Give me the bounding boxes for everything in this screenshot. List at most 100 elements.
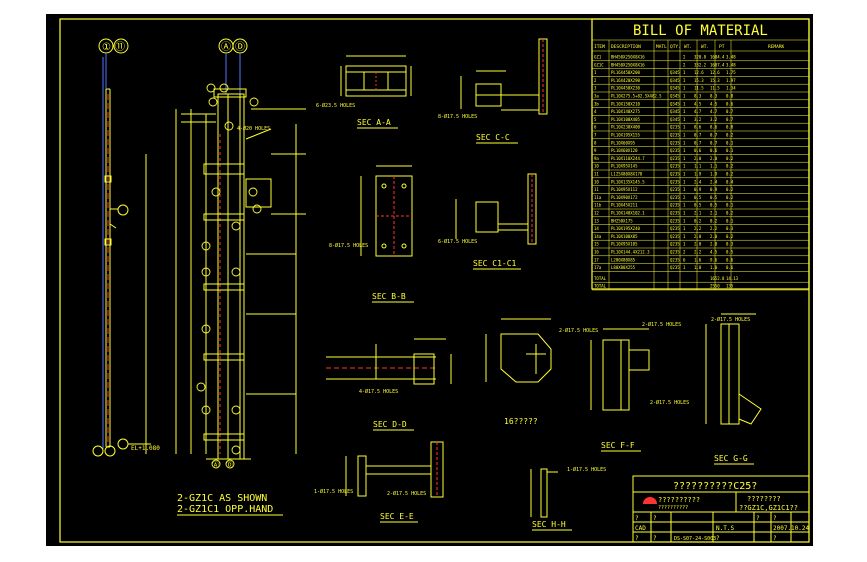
bom-cell: 1 xyxy=(683,203,686,208)
bom-total-cell: 1652.8 xyxy=(710,276,725,281)
bom-cell: 0.6 xyxy=(726,257,734,262)
bom-cell: Q235 xyxy=(670,218,680,223)
detail-16-holes: 2-Ø17.5 HOLES xyxy=(559,327,598,334)
bom-cell: 9a xyxy=(594,156,599,161)
bom-cell: Q235 xyxy=(670,164,680,169)
bom-cell: PL10X195X240 xyxy=(611,226,640,231)
sec-e-holes-2: 2-Ø17.5 HOLES xyxy=(387,490,426,497)
bom-cell: Q235 xyxy=(670,179,680,184)
bom-cell: 3.2 xyxy=(694,117,702,122)
bom-cell: 1 xyxy=(683,117,686,122)
bom-cell: 2 xyxy=(683,55,686,60)
bom-cell: 11.5 xyxy=(694,86,704,91)
bom-cell: 10 xyxy=(594,164,599,169)
sec-f-f-detail xyxy=(590,328,650,411)
bom-grid xyxy=(592,39,809,291)
sec-h-holes: 1-Ø17.5 HOLES xyxy=(567,466,606,473)
sec-d-d-detail xyxy=(326,338,452,385)
bom-cell: 2.2 xyxy=(710,226,718,231)
bom-cell: Q235 xyxy=(670,195,680,200)
bom-cell: 0.6 xyxy=(694,148,702,153)
bom-total-cell: 135 xyxy=(726,284,734,289)
bom-cell: 4.7 xyxy=(710,109,718,114)
bom-cell: 1 xyxy=(683,70,686,75)
company-logo xyxy=(643,497,657,504)
bom-cell: 17 xyxy=(594,257,599,262)
bom-cell: 5 xyxy=(594,117,597,122)
bom-cell: Q235 xyxy=(670,211,680,216)
bom-cell: 1 xyxy=(683,211,686,216)
sec-f-label: SEC F-F xyxy=(601,441,635,450)
bom-cell: PL10X140X275 xyxy=(611,109,640,114)
bom-cell: 0.2 xyxy=(710,218,718,223)
bom-cell: Q235 xyxy=(670,140,680,145)
bom-cell: 1 xyxy=(683,234,686,239)
grid-bubble-11: ⑪ xyxy=(113,38,129,54)
bom-cell: 2.1 xyxy=(710,211,718,216)
tb-drawing-title: ???????? xyxy=(747,495,781,503)
bom-cell: 1.1 xyxy=(694,164,702,169)
bom-cell: PL10X100X405 xyxy=(611,117,640,122)
bom-cell: L200X80X85 xyxy=(611,257,636,262)
bom-cell: 11b xyxy=(594,203,602,208)
sec-g-label: SEC G-G xyxy=(714,454,748,463)
bom-cell: Q235 xyxy=(670,172,680,177)
bom-header-cell: WT. xyxy=(684,44,692,50)
bom-header-cell: MATL xyxy=(656,44,667,50)
bom-cell: 1 xyxy=(683,172,686,177)
main-label-opp-hand: 2-GZ1C1 OPP.HAND xyxy=(177,504,273,515)
bom-cell: 1 xyxy=(683,109,686,114)
bom-cell: 2.0 xyxy=(694,156,702,161)
title-block-cell: ? xyxy=(635,515,639,522)
bom-title: BILL OF MATERIAL xyxy=(633,23,768,39)
title-block-cell: ? xyxy=(716,535,720,542)
top-holes-note: 4-Ø20 HOLES xyxy=(237,125,270,132)
bom-cell: 2 xyxy=(683,250,686,255)
tb-drawing-subtitle: ??GZ1C,GZ1C1?? xyxy=(739,504,798,512)
bom-cell: 0.5 xyxy=(694,203,702,208)
bom-cell: PL10X95X112 xyxy=(611,187,638,192)
bom-cell: 2.0 xyxy=(694,234,702,239)
svg-text:Ⓓ: Ⓓ xyxy=(235,41,245,53)
bom-cell: PL10X100X85 xyxy=(611,234,638,239)
bom-cell: 1 xyxy=(683,140,686,145)
bom-cell: 0.6 xyxy=(726,265,734,270)
sec-d-label: SEC D-D xyxy=(373,420,407,429)
bom-cell: PL10X195X155 xyxy=(611,133,640,138)
sec-e-e-detail xyxy=(345,441,444,498)
bom-cell: Q235 xyxy=(670,133,680,138)
bom-cell: 0.2 xyxy=(726,187,734,192)
bom-cell: 1.6 xyxy=(694,257,702,262)
bom-cell: 1604.4 xyxy=(710,55,725,60)
grid-bubble-d: Ⓓ xyxy=(232,38,248,54)
bom-cell: Q235 xyxy=(670,203,680,208)
bom-cell: 8.3 xyxy=(694,94,702,99)
bom-cell: Q345 xyxy=(670,70,680,75)
bom-cell: 11a xyxy=(594,195,602,200)
bom-cell: 1 xyxy=(683,101,686,106)
bom-cell: BH450X250X8X16 xyxy=(611,55,645,60)
detail-16-label: 16????? xyxy=(504,417,538,426)
bom-cell: GZ1 xyxy=(594,55,602,60)
bom-header-cell: WT. xyxy=(701,44,709,50)
main-column-elevation xyxy=(145,88,306,460)
sec-c-holes: 8-Ø17.5 HOLES xyxy=(438,113,477,120)
bom-cell: 14a xyxy=(594,234,602,239)
grid-bubbles-bottom: Ⓐ Ⓓ xyxy=(212,461,233,469)
bom-cell: Q345 xyxy=(670,94,680,99)
bom-cell: 1607.4 xyxy=(710,62,725,67)
sec-c-label: SEC C-C xyxy=(476,133,510,142)
sec-a-holes: 6-Ø23.5 HOLES xyxy=(316,102,355,109)
bom-cell: 2 xyxy=(683,62,686,67)
tb-company-name: ?????????? xyxy=(658,496,700,504)
bom-cell: 0.5 xyxy=(726,250,734,255)
bom-cell: PL10X275.5+82.5X482.5 xyxy=(611,94,662,99)
bom-cell: 0.2 xyxy=(726,133,734,138)
bom-cell: 332.2 xyxy=(694,62,707,67)
bom-cell: 3a xyxy=(594,94,599,99)
bom-cell: 2 xyxy=(683,195,686,200)
bom-cell: 0.2 xyxy=(726,156,734,161)
bom-cell: 12.6 xyxy=(694,70,704,75)
bom-cell: Q345 xyxy=(670,78,680,83)
